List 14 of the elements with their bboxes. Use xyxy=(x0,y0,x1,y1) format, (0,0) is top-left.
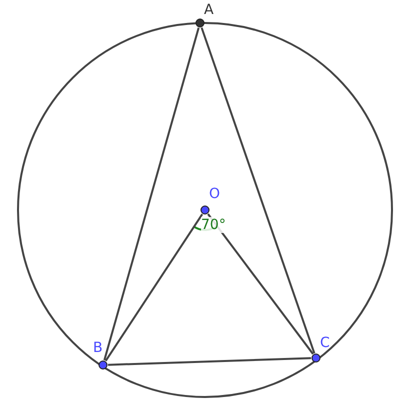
labeled-point xyxy=(195,2,215,28)
angle-label: 70° xyxy=(201,217,226,233)
labeled-point xyxy=(93,340,108,370)
line-segment xyxy=(104,214,204,362)
labeled-point xyxy=(200,186,220,215)
point-label: A xyxy=(204,2,214,18)
labeled-point xyxy=(311,335,331,363)
line-segment xyxy=(207,213,314,355)
point-label: O xyxy=(209,186,220,202)
line-segment xyxy=(200,27,316,354)
point-label: C xyxy=(320,335,330,351)
line-segment xyxy=(108,357,312,366)
point-label: B xyxy=(93,340,103,356)
line-segment xyxy=(103,28,200,360)
